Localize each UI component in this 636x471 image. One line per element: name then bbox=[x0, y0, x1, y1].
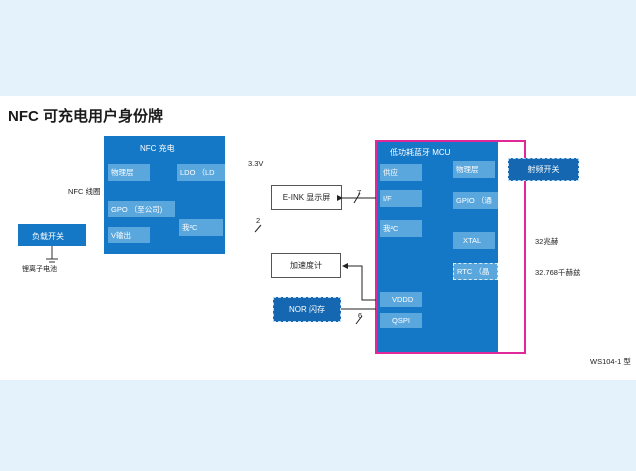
mcu-rtc-block: RTC （晶 bbox=[453, 263, 498, 280]
nfc-antenna-label: NFC 线圈 bbox=[68, 187, 101, 196]
nfc-i2c-block: 我²C bbox=[179, 219, 223, 236]
accelerometer-block: 加速度计 bbox=[271, 253, 341, 278]
eink-display-block: E-INK 显示屏 bbox=[271, 185, 342, 210]
mcu-vddd-block: VDDD bbox=[380, 292, 422, 307]
top-background bbox=[0, 0, 636, 96]
xtal-32khz-label: 32.768千赫兹 bbox=[535, 268, 581, 277]
nfc-vout-block: V输出 bbox=[108, 227, 150, 243]
bus-slash-2 bbox=[254, 224, 262, 233]
nfc-charging-title: NFC 充电 bbox=[140, 144, 175, 153]
voltage-3v3-label: 3.3V bbox=[248, 159, 264, 168]
bus-width-7: 7 bbox=[357, 188, 362, 197]
bus-slash-7 bbox=[353, 192, 361, 204]
xtal-32mhz-label: 32兆赫 bbox=[535, 237, 559, 246]
mcu-highlight-frame bbox=[375, 140, 526, 354]
mcu-title: 低功耗蓝牙 MCU bbox=[390, 148, 451, 157]
mcu-qspi-block: QSPI bbox=[380, 313, 422, 328]
mcu-xtal-block: XTAL bbox=[453, 232, 495, 249]
load-switch-block bbox=[18, 224, 86, 246]
nor-flash-block: NOR 闪存 bbox=[273, 297, 341, 322]
bus-slash-6 bbox=[355, 315, 363, 325]
load-switch-label: 负载开关 bbox=[32, 232, 64, 241]
mcu-i2c-block: 我²C bbox=[380, 220, 422, 237]
mcu-if-block: I/F bbox=[380, 190, 422, 207]
accel-mcu-link bbox=[342, 263, 376, 301]
rf-switch-block: 射频开关 bbox=[508, 158, 579, 181]
battery-label: 锂离子电池 bbox=[22, 266, 57, 273]
bottom-background bbox=[0, 380, 636, 471]
mcu-phy-block: 物理层 bbox=[453, 161, 495, 178]
nfc-ldo-block: LDO （LD bbox=[177, 164, 225, 181]
nfc-phy-block: 物理层 bbox=[108, 164, 150, 181]
nfc-gpo-block: GPO （至公司) bbox=[108, 201, 175, 217]
mcu-supply-block: 供应 bbox=[380, 164, 422, 181]
slide-title: NFC 可充电用户身份牌 bbox=[8, 108, 163, 125]
bus-width-2: 2 bbox=[256, 216, 261, 225]
bus-width-6: 6 bbox=[358, 311, 363, 320]
mcu-gpio-block: GPIO （通 bbox=[453, 192, 498, 209]
footer-model-label: WS104-1 型 bbox=[590, 357, 631, 366]
